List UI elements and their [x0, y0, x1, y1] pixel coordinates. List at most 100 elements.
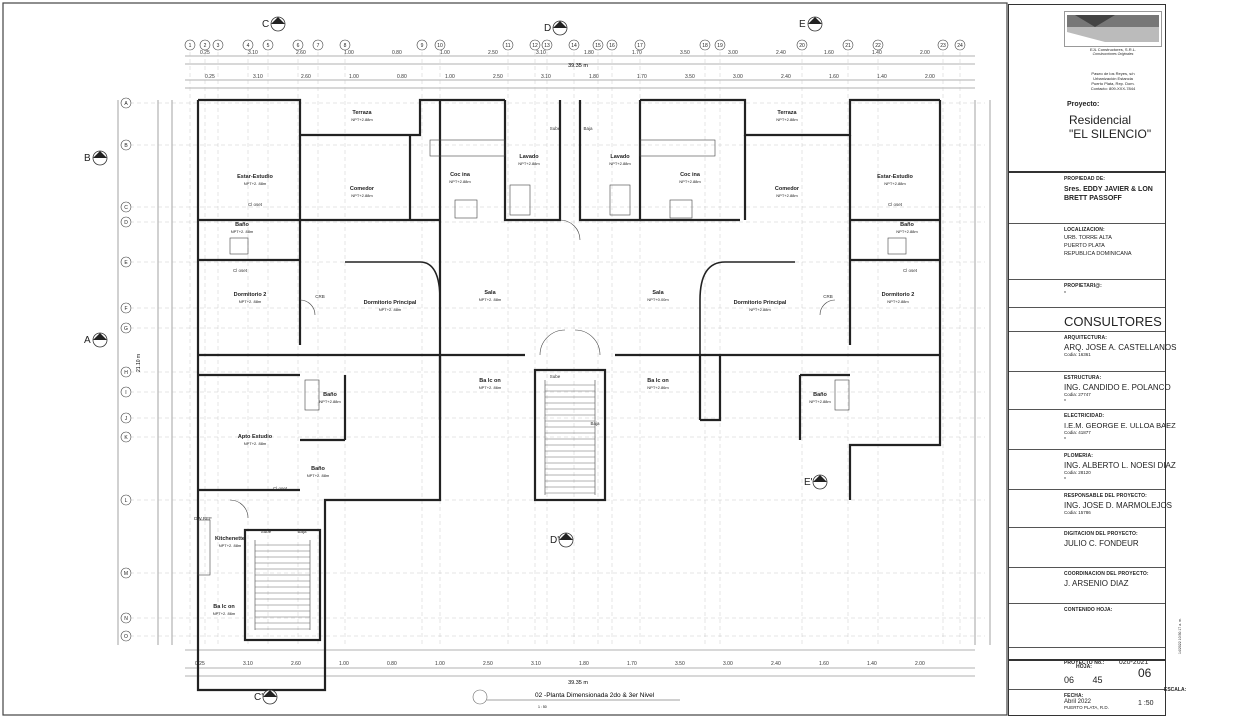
section-marker: D': [550, 532, 574, 548]
dimension-text: 2.00: [920, 50, 930, 56]
dimension-text: 2.40: [776, 50, 786, 56]
svg-text:1: 1: [189, 43, 192, 49]
grid-col-bubble-21: 21: [842, 39, 854, 51]
svg-text:Ba lc on: Ba lc on: [213, 604, 235, 610]
svg-text:18: 18: [702, 43, 708, 49]
print-stamp: 14/2022 10:50:17 a. m.: [1178, 618, 1182, 654]
svg-text:12: 12: [532, 43, 538, 49]
svg-text:NPT+2. 88m: NPT+2. 88m: [479, 297, 502, 302]
svg-text:10: 10: [437, 43, 443, 49]
company-name: EJL Constructores, S.R.L.: [1089, 47, 1137, 52]
svg-text:L: L: [125, 498, 128, 504]
grid-col-bubble-2: 2: [199, 39, 211, 51]
location-section: LOCALIZACION: URB. TORRE ALTA PUERTO PLA…: [1009, 223, 1165, 279]
svg-text:M: M: [124, 571, 128, 577]
grid-row-bubble-H: H: [120, 366, 132, 378]
owner-section: PROPIEDAD DE: Sres. EDDY JAVIER & LON BR…: [1009, 171, 1165, 223]
svg-text:NPT+2.88m: NPT+2.88m: [518, 161, 540, 166]
svg-text:Baño: Baño: [813, 392, 827, 398]
fixture-label: Baja: [583, 126, 593, 131]
dimension-text: 1.80: [584, 50, 594, 56]
dimension-text: 3.50: [680, 50, 690, 56]
dimension-text: 2.00: [925, 74, 935, 80]
svg-text:Kitchenette: Kitchenette: [215, 536, 245, 542]
consultant-electrical: ELECTRICIDAD: I.E.M. GEORGE E. ULLOA BAE…: [1009, 409, 1176, 449]
svg-text:NPT+2.88m: NPT+2.88m: [884, 181, 906, 186]
svg-text:NPT+2.86m: NPT+2.86m: [647, 385, 669, 390]
section-marker: C': [254, 689, 278, 705]
svg-text:Dormitorio 2: Dormitorio 2: [234, 292, 267, 298]
svg-text:Lavado: Lavado: [519, 154, 539, 160]
grid-col-bubble-17: 17: [634, 39, 646, 51]
dimension-text: 2.60: [291, 661, 301, 667]
svg-text:NPT+2. 88m: NPT+2. 88m: [244, 441, 267, 446]
dimension-text: 1.80: [579, 661, 589, 667]
dimension-text: 1.00: [344, 50, 354, 56]
dimension-text: 0.80: [387, 661, 397, 667]
svg-text:B: B: [124, 143, 128, 149]
svg-text:D': D': [550, 535, 559, 546]
fixture-label: Cl oset: [888, 202, 903, 207]
scale-value: 1 :50: [1138, 700, 1154, 707]
overall-dim-top: 39.35 m: [568, 63, 588, 69]
dimension-text: 2.50: [483, 661, 493, 667]
project-number-section: PROYECTO No.: 020-2021: [1009, 647, 1165, 666]
svg-text:Terraza: Terraza: [352, 110, 372, 116]
grid-row-bubble-B: B: [120, 139, 132, 151]
svg-text:C: C: [262, 19, 269, 30]
svg-text:C': C': [254, 692, 263, 703]
fixture-label: Sube: [550, 374, 561, 379]
dimension-text: 1.60: [829, 74, 839, 80]
svg-text:NPT+2.88m: NPT+2.88m: [887, 299, 909, 304]
svg-text:16: 16: [609, 43, 615, 49]
svg-text:J: J: [125, 416, 128, 422]
svg-text:NPT+2.88m: NPT+2.88m: [896, 229, 918, 234]
grid-col-bubble-10: 10: [434, 39, 446, 51]
grid-col-bubble-12: 12: [529, 39, 541, 51]
svg-text:NPT+0.00m: NPT+0.00m: [647, 297, 669, 302]
svg-text:Baño: Baño: [900, 222, 914, 228]
dimension-text: 2.40: [771, 661, 781, 667]
dimension-text: 2.50: [488, 50, 498, 56]
svg-text:21: 21: [845, 43, 851, 49]
dimension-text: 0.80: [392, 50, 402, 56]
grid-row-bubble-L: L: [120, 494, 132, 506]
svg-text:NPT+2.88m: NPT+2.88m: [809, 399, 831, 404]
svg-text:Estar-Estudio: Estar-Estudio: [877, 174, 913, 180]
dimension-text: 1.80: [589, 74, 599, 80]
svg-text:NPT+2.88m: NPT+2.88m: [351, 193, 373, 198]
svg-text:O: O: [124, 634, 128, 640]
svg-text:20: 20: [799, 43, 805, 49]
dimension-text: 3.10: [541, 74, 551, 80]
dimension-text: 3.50: [675, 661, 685, 667]
title-block-right-strip: ESCALA: 06 1 :50 14/2022 10:50:17 a. m.: [1138, 4, 1236, 716]
dimension-text: 1.00: [440, 50, 450, 56]
grid-row-bubble-A: A: [120, 97, 132, 109]
grid-row-bubble-N: N: [120, 612, 132, 624]
grid-row-bubble-E: E: [120, 256, 132, 268]
company-address: Paseo de los Reyes, s/n Urbanización Est…: [1090, 71, 1136, 91]
sheet-caption-scale: 1 : 50: [538, 705, 547, 709]
fixture-label: Baja: [590, 421, 600, 426]
dimension-text: 3.50: [685, 74, 695, 80]
dimension-text: 2.40: [781, 74, 791, 80]
svg-text:Baño: Baño: [235, 222, 249, 228]
sheet-number-section: HOJA: 06 45: [1009, 659, 1165, 689]
svg-text:11: 11: [505, 43, 510, 49]
svg-text:H: H: [124, 370, 128, 376]
caption-bubble: [472, 689, 488, 705]
svg-text:24: 24: [957, 43, 963, 49]
svg-text:Comedor: Comedor: [775, 186, 800, 192]
svg-text:19: 19: [717, 43, 723, 49]
svg-text:E: E: [799, 19, 806, 30]
dimension-text: 3.00: [733, 74, 743, 80]
grid-row-bubble-F: F: [120, 302, 132, 314]
company-tagline: Construcciones Originales: [1092, 52, 1134, 56]
